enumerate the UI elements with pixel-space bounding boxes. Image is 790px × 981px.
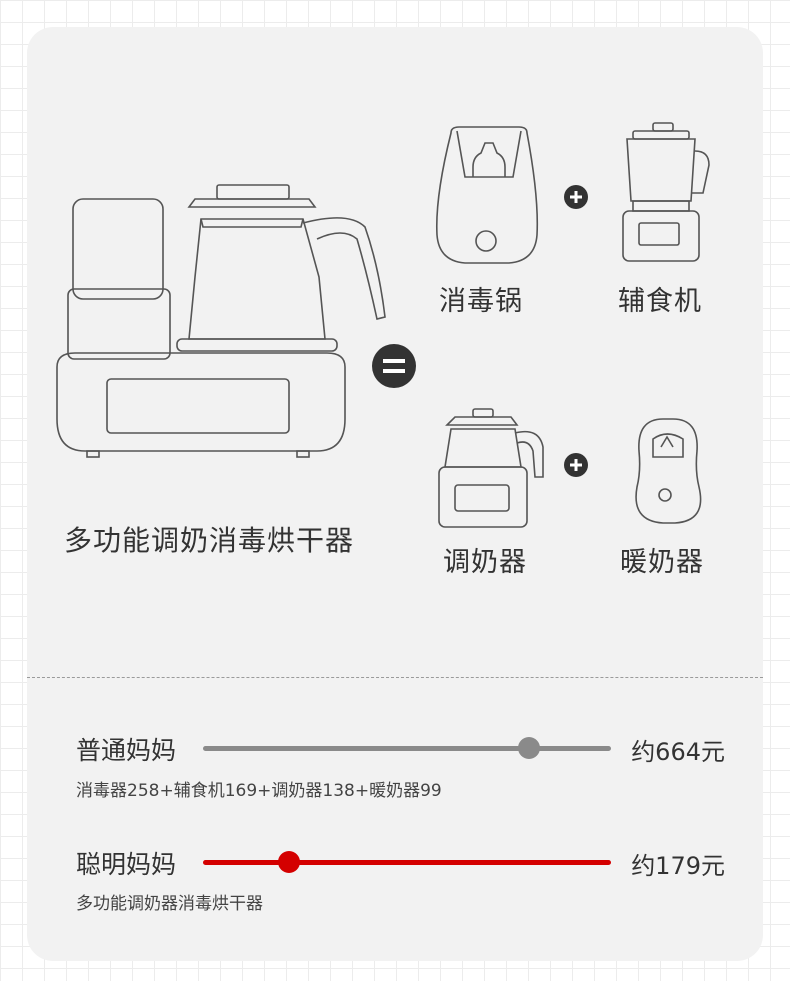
smart-mom-detail: 多功能调奶器消毒烘干器 [76,894,263,914]
regular-mom-price-bar [203,737,611,759]
equals-icon [372,344,416,388]
warmer-illustration [635,418,702,524]
combo-product-name: 多功能调奶消毒烘干器 [64,524,355,557]
comparison-card: 多功能调奶消毒烘干器 消毒锅 辅食机 调奶器 暖奶器 普通妈妈 约664元 消毒… [27,27,763,961]
warmer-label: 暖奶器 [620,547,704,578]
plus-icon [564,185,588,209]
regular-mom-price: 约664元 [631,738,725,766]
formula-maker-illustration [438,408,544,528]
regular-mom-title: 普通妈妈 [76,736,177,765]
sterilizer-label: 消毒锅 [439,286,523,317]
product-illustrations [56,122,710,528]
food-processor-illustration [622,122,710,262]
plus-icon [564,453,588,477]
combo-device-illustration [56,184,386,458]
smart-mom-price-bar [203,851,611,873]
regular-mom-price-marker [518,737,541,759]
formula-maker-label: 调奶器 [443,547,527,578]
smart-mom-title: 聪明妈妈 [76,850,177,879]
smart-mom-price-marker [277,851,300,873]
section-divider [27,677,763,678]
food-processor-label: 辅食机 [618,286,702,317]
regular-mom-detail: 消毒器258+辅食机169+调奶器138+暖奶器99 [76,781,442,801]
smart-mom-price: 约179元 [631,852,725,880]
sterilizer-illustration [435,126,539,264]
